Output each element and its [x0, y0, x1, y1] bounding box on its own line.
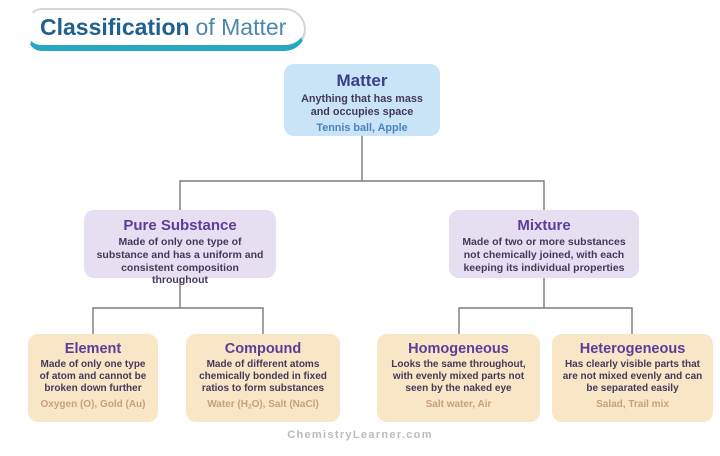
node-heterogeneous-title: Heterogeneous — [579, 341, 686, 357]
node-heterogeneous: Heterogeneous Has clearly visible parts … — [552, 334, 713, 422]
node-homogeneous-examples: Salt water, Air — [425, 398, 492, 410]
connector-matter-children — [179, 136, 545, 210]
node-compound-title: Compound — [224, 341, 302, 357]
watermark: ChemistryLearner.com — [287, 429, 433, 441]
node-homogeneous: Homogeneous Looks the same throughout, w… — [377, 334, 540, 422]
node-matter-description: Anything that has mass and occupies spac… — [301, 93, 423, 119]
node-pure-substance-title: Pure Substance — [123, 217, 237, 234]
node-element-title: Element — [64, 341, 122, 357]
node-matter-examples: Tennis ball, Apple — [316, 122, 408, 135]
node-mixture-description: Made of two or more substances not chemi… — [462, 236, 626, 274]
node-pure-substance: Pure Substance Made of only one type of … — [84, 210, 276, 286]
node-compound: Compound Made of different atoms chemica… — [186, 334, 340, 422]
node-element: Element Made of only one type of atom an… — [28, 334, 158, 422]
node-mixture-title: Mixture — [517, 217, 571, 234]
node-heterogeneous-examples: Salad, Trail mix — [596, 398, 669, 410]
connector-mixture-children — [458, 278, 633, 334]
node-element-description: Made of only one type of atom and cannot… — [39, 359, 147, 395]
compound-examples-post: O), Salt (NaCl) — [251, 398, 319, 410]
brand-title-primary: Classification — [40, 14, 190, 40]
node-compound-examples: Water (H2O), Salt (NaCl) — [194, 399, 332, 411]
node-homogeneous-description: Looks the same throughout, with evenly m… — [391, 359, 526, 395]
node-homogeneous-title: Homogeneous — [408, 341, 509, 357]
compound-examples-pre: Water (H — [207, 398, 248, 410]
node-heterogeneous-description: Has clearly visible parts that are not m… — [562, 359, 703, 395]
node-matter: Matter Anything that has mass and occupi… — [284, 64, 440, 136]
brand-title-secondary: of Matter — [195, 14, 287, 40]
node-element-examples: Oxygen (O), Gold (Au) — [40, 398, 146, 410]
compound-examples-subscript: 2 — [247, 403, 252, 411]
node-pure-substance-description: Made of only one type of substance and h… — [96, 236, 264, 287]
node-compound-description: Made of different atoms chemically bonde… — [199, 359, 327, 395]
connector-pure-substance-children — [92, 278, 264, 334]
node-matter-title: Matter — [336, 71, 388, 90]
node-mixture: Mixture Made of two or more substances n… — [449, 210, 639, 278]
